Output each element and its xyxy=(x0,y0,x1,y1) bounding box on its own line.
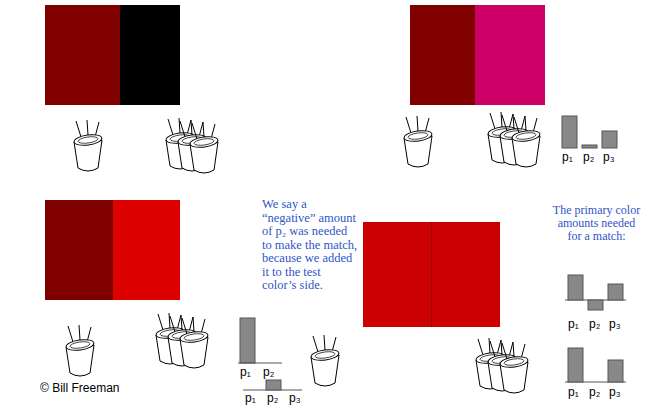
axis-label: p₁ xyxy=(568,386,579,399)
test-projector xyxy=(65,325,94,376)
test-projector xyxy=(73,120,102,171)
axis-label: p₁ xyxy=(562,151,573,164)
bar-chart xyxy=(243,380,302,390)
test-color xyxy=(45,5,120,105)
axis-label: p₁ xyxy=(240,366,251,379)
copyright-notice: © Bill Freeman xyxy=(40,382,120,395)
bar-chart xyxy=(565,348,626,382)
bar-chart xyxy=(238,318,282,363)
axis-label: p₂ xyxy=(263,366,274,379)
matched-colors xyxy=(363,222,500,327)
primary-projectors xyxy=(155,313,208,368)
axis-label: p₃ xyxy=(609,386,621,399)
axis-label: p₂ xyxy=(589,386,600,399)
bar-chart xyxy=(565,275,626,310)
axis-label: p₂ xyxy=(583,151,594,164)
axis-label: p₂ xyxy=(267,392,278,405)
test-projector xyxy=(310,335,339,386)
bar-chart xyxy=(562,116,617,148)
match-color xyxy=(475,5,545,105)
axis-label: p₁ xyxy=(568,318,579,331)
explanation-note: We say a “negative” amount of p₂ was nee… xyxy=(262,198,358,293)
axis-label: p₃ xyxy=(289,392,301,405)
axis-label: p₂ xyxy=(589,318,600,331)
primary-projectors xyxy=(487,112,540,167)
divider xyxy=(431,222,432,327)
axis-label: p₁ xyxy=(245,392,256,405)
test-projector xyxy=(403,116,432,167)
match-color xyxy=(113,200,180,300)
test-color xyxy=(45,200,113,300)
axis-label: p₃ xyxy=(609,318,621,331)
primary-projectors xyxy=(165,118,218,173)
test-color xyxy=(410,5,475,105)
axis-label: p₃ xyxy=(603,151,615,164)
explanation-note: The primary color amounts needed for a m… xyxy=(552,204,641,243)
primary-projectors xyxy=(475,338,528,393)
match-color xyxy=(120,5,180,105)
